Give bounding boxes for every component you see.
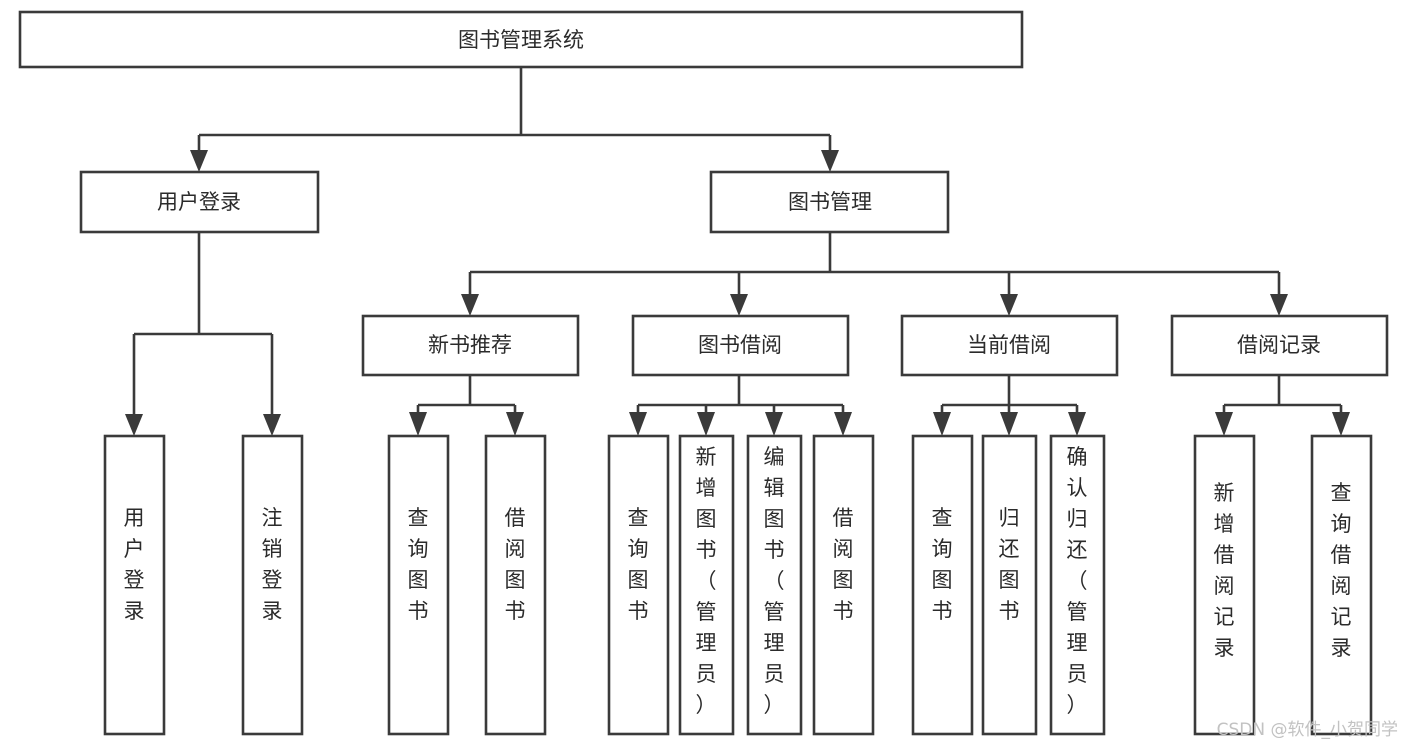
leaf-add-record-box[interactable] [1193,434,1256,736]
node-user-login-label: 用户登录 [157,190,241,214]
leaf-query-book-1-label: 查询图书 [408,506,429,623]
node-new-book-recommend-box[interactable] [361,314,580,377]
connector-group-user-login-to-leaves [125,232,281,436]
connector-group-book-manage-to-level3 [461,232,1288,316]
leaf-confirm-return-box[interactable] [1049,434,1106,736]
node-current-borrow[interactable]: 当前借阅 [900,314,1119,377]
arrow-head-book-manage [821,150,839,172]
leaf-borrow-book-2[interactable]: 借阅图书 [812,434,875,736]
arrow-head-leaf-return-book [1000,412,1018,436]
leaf-user-logout-label: 注销登录 [262,506,283,623]
leaf-return-book[interactable]: 归还图书 [981,434,1038,736]
node-current-borrow-box[interactable] [900,314,1119,377]
node-root-box[interactable] [18,10,1024,69]
node-current-borrow-label: 当前借阅 [967,333,1051,357]
leaf-add-book-box[interactable] [678,434,735,736]
leaf-confirm-return-label: 确认归还（管理员） [1067,445,1088,717]
leaf-borrow-book-1-box[interactable] [484,434,547,736]
leaf-query-book-3-label: 查询图书 [932,506,953,623]
node-root[interactable]: 图书管理系统 [18,10,1024,69]
node-user-login-box[interactable] [79,170,320,234]
arrow-head-leaf-user-login [125,414,143,436]
node-user-login[interactable]: 用户登录 [79,170,320,234]
node-borrow-record-box[interactable] [1170,314,1389,377]
leaf-borrow-book-2-label: 借阅图书 [833,506,854,623]
leaf-edit-book[interactable]: 编辑图书（管理员） [746,434,803,736]
arrow-head-leaf-confirm-return [1068,412,1086,436]
leaf-query-book-3-box[interactable] [911,434,974,736]
node-book-manage-box[interactable] [709,170,950,234]
leaf-query-book-2-box[interactable] [607,434,670,736]
leaf-query-book-2[interactable]: 查询图书 [607,434,670,736]
connector-group-book-borrow-to-leaves [629,375,852,436]
node-book-borrow[interactable]: 图书借阅 [631,314,850,377]
node-book-manage[interactable]: 图书管理 [709,170,950,234]
node-borrow-record[interactable]: 借阅记录 [1170,314,1389,377]
leaf-add-record[interactable]: 新增借阅记录 [1193,434,1256,736]
leaf-user-logout-box[interactable] [241,434,304,736]
leaf-query-book-1[interactable]: 查询图书 [387,434,450,736]
leaf-query-book-1-box[interactable] [387,434,450,736]
arrow-head-leaf-query-book-3 [933,412,951,436]
leaf-confirm-return[interactable]: 确认归还（管理员） [1049,434,1106,736]
leaf-add-book[interactable]: 新增图书（管理员） [678,434,735,736]
node-book-manage-label: 图书管理 [788,190,872,214]
leaf-borrow-book-1-label: 借阅图书 [505,506,526,623]
leaf-query-record-label: 查询借阅记录 [1331,481,1352,660]
arrow-head-leaf-query-book-1 [409,412,427,436]
arrow-head-borrow-record [1270,294,1288,316]
leaf-add-record-label: 新增借阅记录 [1214,481,1235,660]
arrow-head-leaf-query-book-2 [629,412,647,436]
leaf-edit-book-label: 编辑图书（管理员） [764,445,785,717]
arrow-head-leaf-add-record [1215,412,1233,436]
node-book-borrow-label: 图书借阅 [698,333,782,357]
arrow-head-leaf-add-book [697,412,715,436]
leaf-user-login-box[interactable] [103,434,166,736]
connector-group-borrow-record-to-leaves [1215,375,1350,436]
arrow-head-new-book-recommend [461,294,479,316]
arrow-head-leaf-borrow-book-1 [506,412,524,436]
arrow-head-leaf-query-record [1332,412,1350,436]
leaf-return-book-label: 归还图书 [999,506,1020,623]
node-root-label: 图书管理系统 [458,28,584,52]
leaf-query-book-3[interactable]: 查询图书 [911,434,974,736]
leaf-add-book-label: 新增图书（管理员） [696,445,717,717]
node-new-book-recommend[interactable]: 新书推荐 [361,314,580,377]
node-new-book-recommend-label: 新书推荐 [428,333,512,357]
arrow-head-leaf-edit-book [765,412,783,436]
node-book-borrow-box[interactable] [631,314,850,377]
leaf-borrow-book-2-box[interactable] [812,434,875,736]
leaf-user-login[interactable]: 用户登录 [103,434,166,736]
leaf-query-record[interactable]: 查询借阅记录 [1310,434,1373,736]
leaf-user-logout[interactable]: 注销登录 [241,434,304,736]
leaf-user-login-label: 用户登录 [124,506,145,623]
connector-group-new-book-recommend-to-leaves [409,375,524,436]
csdn-watermark: CSDN @软件_小贺同学 [1217,720,1398,740]
leaf-query-book-2-label: 查询图书 [628,506,649,623]
connector-group-root-to-level2 [190,67,839,172]
leaf-return-book-box[interactable] [981,434,1038,736]
leaf-borrow-book-1[interactable]: 借阅图书 [484,434,547,736]
node-borrow-record-label: 借阅记录 [1237,333,1321,357]
leaf-query-record-box[interactable] [1310,434,1373,736]
leaf-edit-book-box[interactable] [746,434,803,736]
arrow-head-leaf-borrow-book-2 [834,412,852,436]
arrow-head-leaf-user-logout [263,414,281,436]
connector-group-current-borrow-to-leaves [933,375,1086,436]
arrow-head-user-login [190,150,208,172]
arrow-head-book-borrow [730,294,748,316]
arrow-head-current-borrow [1000,294,1018,316]
